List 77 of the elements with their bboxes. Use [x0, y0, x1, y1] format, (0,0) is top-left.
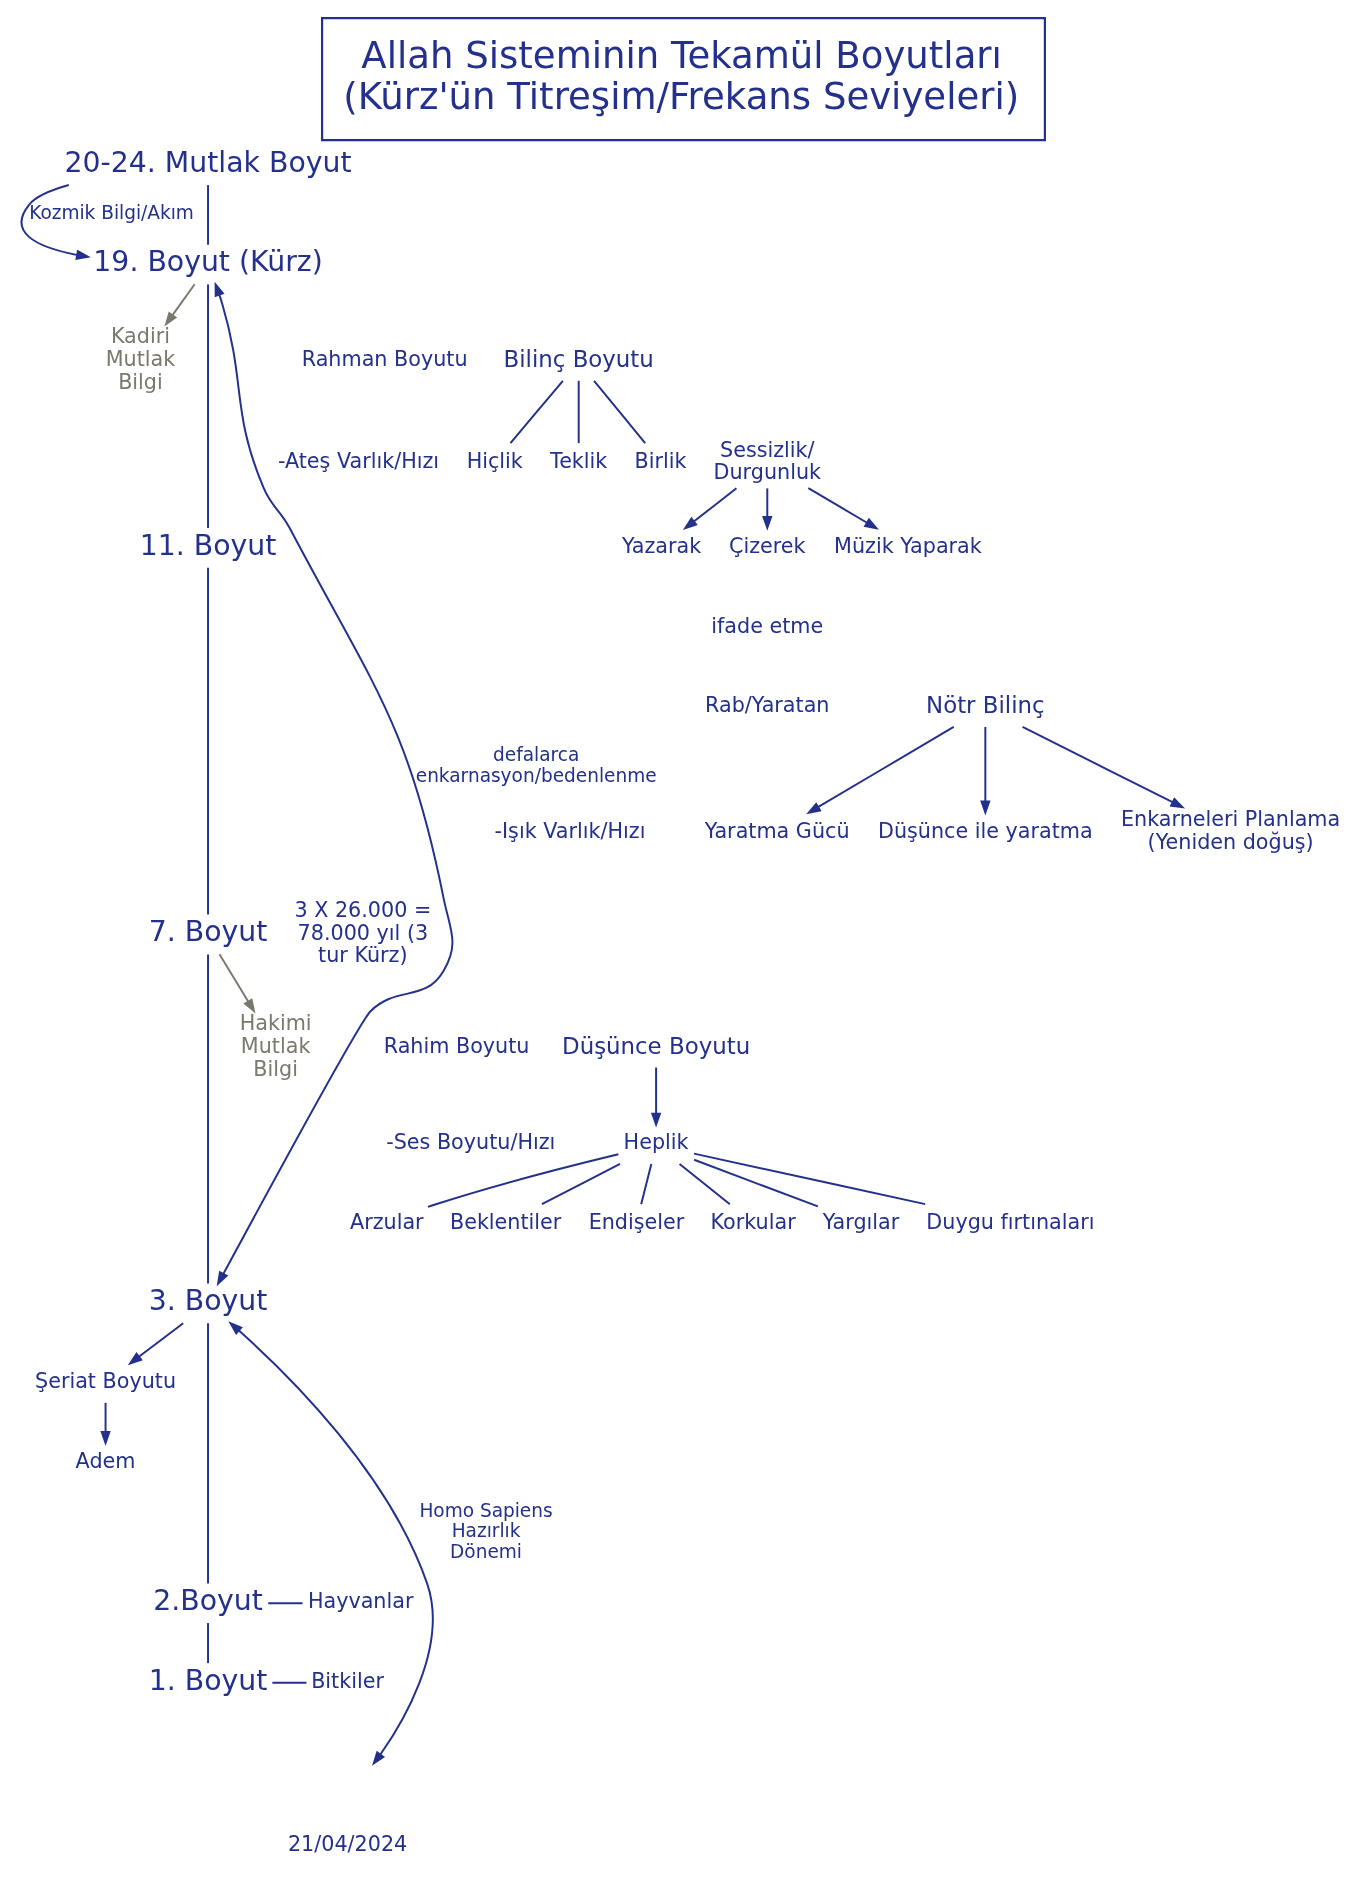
diagram-title: Allah Sisteminin Tekamül Boyutları (Kürz'ün Titreşim/Frekans Seviyeleri)	[342, 34, 1019, 118]
node-text: Hiçlik	[466, 449, 523, 474]
node-text: Adem	[75, 1448, 135, 1473]
arrow	[127, 1322, 184, 1366]
connector	[692, 1158, 819, 1208]
node-text: Hayvanlar	[307, 1589, 413, 1614]
node-text: Bitkiler	[310, 1668, 384, 1693]
node-text: Heplik	[623, 1130, 689, 1155]
node-text: -Ses Boyutu/Hızı	[385, 1130, 555, 1155]
connector	[206, 566, 209, 916]
connector	[270, 1681, 307, 1684]
node-text: Kadiri Mutlak Bilgi	[105, 324, 175, 394]
arrow	[227, 1321, 434, 1766]
edge-label: Homo Sapiens Hazırlık Dönemi	[418, 1499, 553, 1563]
connector	[692, 1152, 926, 1206]
node-text: 11. Boyut	[139, 528, 276, 562]
arrow	[99, 1401, 111, 1446]
node-text: Korkular	[710, 1209, 796, 1234]
node-text: Bilinç Boyutu	[503, 345, 654, 372]
node-text: Birlik	[633, 449, 686, 474]
arrow	[218, 953, 255, 1014]
arrow	[682, 487, 737, 531]
connector	[577, 379, 580, 445]
node-text: Arzular	[349, 1209, 424, 1234]
node-text: Rahman Boyutu	[301, 347, 468, 372]
node-text: 20-24. Mutlak Boyut	[64, 146, 352, 180]
node-text: Duygu fırtınaları	[925, 1209, 1094, 1234]
arrow	[806, 487, 879, 530]
connector	[206, 1322, 209, 1585]
node-text: Enkarneleri Planlama (Yeniden doğuş)	[1120, 807, 1340, 855]
arrow	[20, 184, 91, 260]
node-text: Sessizlik/ Durgunluk	[713, 437, 821, 485]
node-text: Düşünce ile yaratma	[877, 818, 1093, 843]
arrow	[979, 725, 991, 816]
connector	[266, 1602, 304, 1605]
connector	[206, 283, 209, 529]
label: 3 X 26.000 = 78.000 yıl (3 tur Kürz)	[293, 897, 431, 968]
connector	[206, 953, 209, 1285]
arrow	[761, 487, 772, 531]
node-text: Rab/Yaratan	[704, 693, 829, 718]
node-text: 2.Boyut	[152, 1584, 263, 1618]
node-text: Müzik Yaparak	[833, 534, 982, 559]
label: ifade etme	[710, 613, 823, 638]
connector	[639, 1163, 652, 1206]
edge-label: defalarca enkarnasyon/bedenlenme	[415, 744, 657, 786]
arrow	[805, 725, 955, 815]
connector	[426, 1153, 619, 1208]
node-text: -Işık Varlık/Hızı	[494, 818, 645, 843]
node-text: Rahim Boyutu	[383, 1033, 529, 1058]
node-text: Düşünce Boyutu	[561, 1032, 750, 1059]
node-text: -Ateş Varlık/Hızı	[277, 449, 439, 474]
node-text: Teklik	[549, 449, 607, 474]
node-text: Endişeler	[588, 1209, 684, 1234]
connector	[678, 1163, 731, 1206]
arrow	[214, 281, 453, 1287]
edge-label: Kozmik Bilgi/Akım	[28, 202, 194, 224]
node-text: Hakimi Mutlak Bilgi	[239, 1011, 312, 1081]
node-text: 1. Boyut	[148, 1663, 267, 1697]
node-text: Yazarak	[621, 534, 701, 559]
label: 21/04/2024	[287, 1831, 407, 1856]
connector	[508, 379, 564, 445]
connector	[206, 184, 209, 246]
connector	[206, 1622, 209, 1665]
node-text: Çizerek	[728, 534, 806, 559]
arrow	[163, 283, 196, 327]
node-text: Şeriat Boyutu	[34, 1369, 176, 1394]
node-text: 3. Boyut	[148, 1284, 267, 1318]
node-text: Nötr Bilinç	[925, 691, 1045, 718]
node-text: 19. Boyut (Kürz)	[92, 245, 323, 279]
connector	[540, 1162, 621, 1206]
arrow	[1021, 725, 1185, 809]
connector	[592, 379, 646, 445]
node-text: 7. Boyut	[148, 915, 267, 949]
arrow	[650, 1066, 661, 1128]
node-text: Beklentiler	[449, 1209, 561, 1234]
node-text: Yaratma Gücü	[704, 818, 850, 843]
node-text: Yargılar	[822, 1209, 899, 1234]
